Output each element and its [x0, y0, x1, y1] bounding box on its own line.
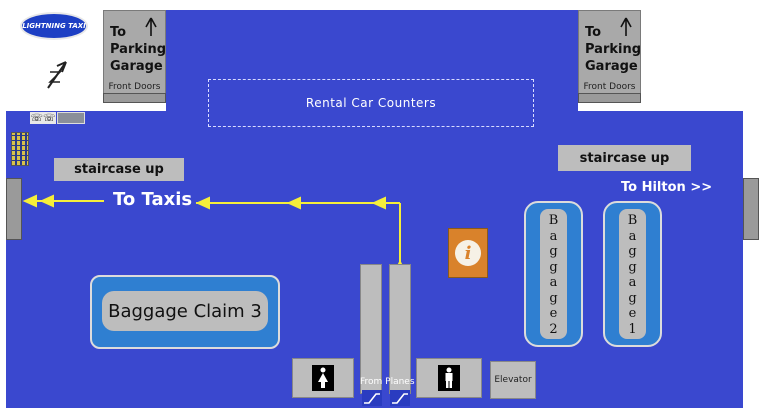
parking-left-parking: Parking [110, 42, 167, 57]
restroom-women[interactable] [292, 358, 354, 398]
north-arrow-icon [47, 61, 67, 89]
atm-icon [57, 112, 85, 124]
staircase-up-right: staircase up [558, 145, 691, 171]
escalator-left-lane [360, 264, 382, 394]
rental-car-counters: Rental Car Counters [208, 79, 534, 127]
elevator[interactable]: Elevator [490, 361, 536, 399]
baggage-1-letter: g [628, 259, 637, 275]
to-taxis-label: To Taxis [113, 189, 193, 210]
baggage-1-letter: 1 [628, 321, 637, 337]
restroom-men[interactable] [416, 358, 482, 398]
parking-right-parking: Parking [585, 42, 642, 57]
parking-right-to: To [585, 25, 602, 40]
front-doors-right: Front Doors [583, 82, 636, 92]
baggage-1-letter: a [628, 275, 637, 290]
baggage-2-letter: a [549, 228, 558, 244]
from-planes-label: From Planes [360, 377, 415, 387]
baggage-2-letter: 2 [549, 321, 558, 337]
baggage-claim-3-label: Baggage Claim 3 [102, 291, 268, 331]
baggage-1-letter: a [628, 228, 637, 244]
baggage-2-letter: g [549, 244, 558, 259]
baggage-2-letter: g [549, 259, 558, 275]
baggage-1-letter: e [628, 306, 637, 321]
parking-left-garage: Garage [110, 59, 163, 74]
upper-hall-floor [166, 10, 578, 112]
parking-right-garage: Garage [585, 59, 638, 74]
to-hilton-label: To Hilton >> [621, 180, 713, 195]
baggage-2-letter: B [548, 213, 559, 228]
baggage-1-letter: g [628, 244, 637, 259]
baggage-2-letter: e [549, 306, 558, 321]
baggage-1-letter: g [628, 290, 637, 306]
up-arrow-icon-right [620, 17, 632, 36]
baggage-2-letter: a [549, 275, 558, 290]
escalator-right-lane [389, 264, 411, 394]
front-door-right [578, 93, 641, 103]
baggage-1-letter: B [627, 213, 638, 228]
front-doors-left: Front Doors [108, 82, 161, 92]
information-icon[interactable]: i [448, 228, 488, 278]
up-arrow-icon [145, 17, 157, 36]
front-door-left [103, 93, 166, 103]
women-restroom-icon [312, 365, 334, 391]
parking-left-to: To [110, 25, 127, 40]
side-door-left [6, 178, 22, 240]
parking-garage-right: To Parking Garage Front Doors [578, 10, 641, 103]
parking-garage-left: To Parking Garage Front Doors [103, 10, 166, 103]
men-restroom-icon [438, 365, 460, 391]
phone-booth-icon [11, 132, 29, 166]
staircase-up-left: staircase up [54, 158, 184, 181]
escalator-icon [362, 390, 410, 406]
telephone-icon: ☏☏ [30, 112, 56, 124]
baggage-2-letter: g [549, 290, 558, 306]
lightning-taxi-logo: LIGHTNING TAXI [20, 12, 88, 40]
baggage-claim-3: Baggage Claim 3 [90, 275, 280, 349]
side-door-right [743, 178, 759, 240]
logo-text: LIGHTNING TAXI [22, 22, 86, 30]
